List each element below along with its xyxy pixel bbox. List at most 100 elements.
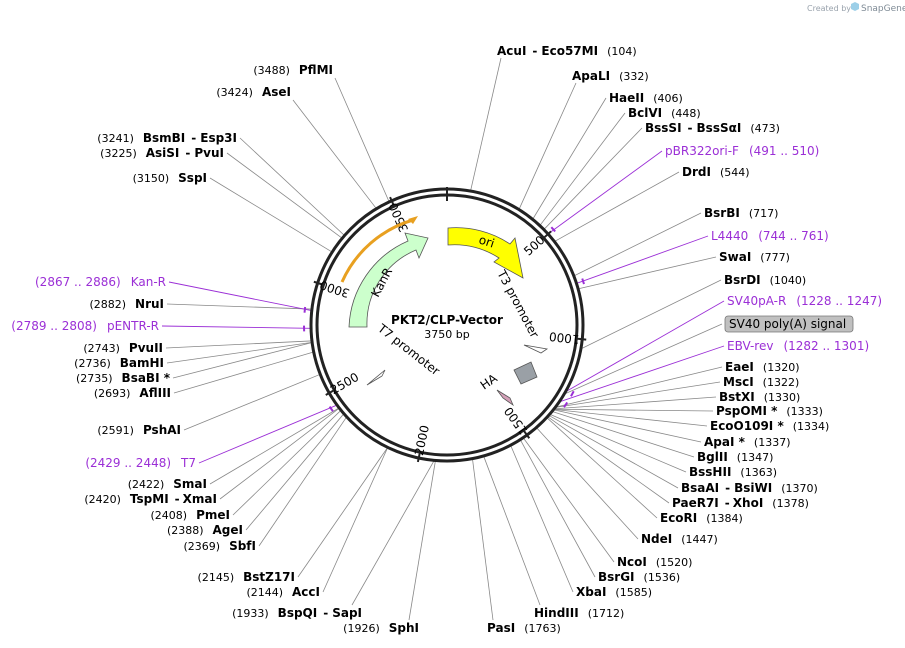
enzyme-leader [549,415,679,489]
enzyme-name: DrdI [682,165,711,179]
enzyme-site-bclvi[interactable]: BclVI(448) [628,106,701,120]
enzyme-leader [245,414,344,531]
enzyme-site-pasi[interactable]: PasI(1763) [487,621,561,635]
enzyme-position: (2388) [167,524,204,537]
svg-text:(2743)PvuII: (2743)PvuII [83,341,163,355]
enzyme-site-ndei[interactable]: NdeI(1447) [641,532,718,546]
kanr-feature[interactable] [348,232,429,328]
enzyme-sep: - [323,606,328,620]
enzyme-site-hindiii[interactable]: HindIII(1712) [534,606,624,620]
enzyme-site-bstxi[interactable]: BstXI(1330) [719,390,800,404]
enzyme-leader [555,171,680,242]
enzyme-site-bsabi[interactable]: (2735)BsaBI * [76,371,171,385]
enzyme-name: ApaI * [704,435,746,449]
primer-t7[interactable]: (2429 .. 2448)T7 [85,456,196,470]
enzyme-site-bspqi[interactable]: (1933)BspQI-SapI [232,606,362,620]
enzyme-site-asei[interactable]: (3424)AseI [216,85,291,99]
svg-text:ApaLI(332): ApaLI (332) [572,69,649,83]
enzyme-leader [173,351,313,394]
enzyme-site-bglii[interactable]: BglII(1347) [697,450,773,464]
enzyme-site-pflmi[interactable]: (3488)PflMI [253,63,333,77]
enzyme-site-bstz17i[interactable]: (2145)BstZ17I [198,570,295,584]
primer-pentrr[interactable]: (2789 .. 2808)pENTR-R [11,319,159,333]
enzyme-leader [408,461,436,621]
enzyme-site-sspi[interactable]: (3150)SspI [133,171,207,185]
enzyme-site-ncoi[interactable]: NcoI(1520) [617,555,692,569]
enzyme-site-acci[interactable]: (2144)AccI [246,585,320,599]
enzyme-leader [209,408,339,485]
primer-kanr[interactable]: (2867 .. 2886)Kan-R [35,275,166,289]
enzyme-sep: - [532,44,537,58]
sv40-signal-callout[interactable]: SV40 poly(A) signal [724,315,854,333]
enzyme-site-pvuii[interactable]: (2743)PvuII [83,341,163,355]
enzyme-name: NruI [135,297,164,311]
enzyme-site-pspomi[interactable]: PspOMI *(1333) [716,404,823,418]
enzyme-leader [556,366,723,408]
enzyme-site-bsrdi[interactable]: BsrDI(1040) [724,273,806,287]
enzyme-site-bsrbi[interactable]: BsrBI (717) [704,206,778,220]
enzyme-site-swai[interactable]: SwaI(777) [719,250,790,264]
svg-text:EcoRI(1384): EcoRI(1384) [660,511,743,525]
enzyme-site-bsrgi[interactable]: BsrGI(1536) [598,570,680,584]
primer-ebvrev[interactable]: EBV-rev(1282 .. 1301) [727,339,869,353]
enzyme-site-agei[interactable]: (2388)AgeI [167,523,243,537]
enzyme-position: (3488) [253,64,290,77]
primer-sv40par[interactable]: SV40pA-R(1228 .. 1247) [727,294,882,308]
enzyme-site-xbai[interactable]: XbaI(1585) [576,585,652,599]
enzyme-name: PasI [487,621,515,635]
enzyme-name: HaeII [609,91,644,105]
enzyme-site-haeii[interactable]: HaeII(406) [609,91,683,105]
enzyme-site-ecoo109i[interactable]: EcoO109I *(1334) [710,419,829,433]
enzyme-site-afliii[interactable]: (2693)AflIII [94,386,171,400]
enzyme-position: (3241) [97,132,134,145]
enzyme-position: (2693) [94,387,131,400]
ori-feature[interactable] [447,227,524,279]
enzyme-site-bsssi[interactable]: BssSI-BssSαI(473) [645,121,780,135]
enzyme-site-drdi[interactable]: DrdI(544) [682,165,750,179]
svg-text:(2408)PmeI: (2408)PmeI [151,508,230,522]
enzyme-site-bsshii[interactable]: BssHII(1363) [689,465,777,479]
enzyme-site-bamhi[interactable]: (2736)BamHI [74,356,164,370]
enzyme-name: BglII [697,450,728,464]
enzyme-position: (332) [619,70,649,83]
t7-promoter-arrow [366,369,386,386]
enzyme-site-eaei[interactable]: EaeI(1320) [725,360,799,374]
primer-l4440[interactable]: L4440(744 .. 761) [711,229,829,243]
ha-tag-feature[interactable] [496,389,514,407]
primer-name: SV40pA-R [727,294,786,308]
enzyme-site-ecori[interactable]: EcoRI(1384) [660,511,743,525]
enzyme-site-pshai[interactable]: (2591)PshAI [97,423,181,437]
svg-text:BsrGI(1536): BsrGI(1536) [598,570,680,584]
enzyme-site-paer7i[interactable]: PaeR7I-XhoI(1378) [672,496,809,510]
enzyme-site-bsaai[interactable]: BsaAI-BsiWI(1370) [681,481,818,495]
primer-site-mark [581,278,585,285]
svg-text:EcoO109I *(1334): EcoO109I *(1334) [710,419,829,433]
enzyme-site-nrui[interactable]: (2882)NruI [89,297,164,311]
enzyme-site-acui[interactable]: AcuI-Eco57MI(104) [497,44,637,58]
enzyme-site-tspmi[interactable]: (2420)TspMI-XmaI [84,492,217,506]
enzyme-position: (104) [607,45,637,58]
enzyme-site-apali[interactable]: ApaLI (332) [572,69,649,83]
primer-pbr322orif[interactable]: pBR322ori-F(491 .. 510) [665,144,819,158]
enzyme-name: SbfI [229,539,256,553]
enzyme-name: AsiSI [146,146,180,160]
enzyme-site-msci[interactable]: MscI(1322) [723,375,799,389]
enzyme-site-sbfi[interactable]: (2369)SbfI [184,539,257,553]
t3-promoter-arrow [523,344,549,354]
kan-primer-arc [340,218,414,283]
enzyme-name: PspOMI * [716,404,778,418]
enzyme-site-apai[interactable]: ApaI *(1337) [704,435,790,449]
enzyme-name: ApaLI [572,69,610,83]
enzyme-site-smai[interactable]: (2422)SmaI [128,477,207,491]
enzyme-name: BsrBI [704,206,740,220]
sv40-polya-feature[interactable] [513,361,538,385]
enzyme-position: (1933) [232,607,269,620]
enzyme-site-sphi[interactable]: (1926)SphI [343,621,419,635]
primer-site-mark [303,306,307,313]
plasmid-name: PKT2/CLP-Vector [391,313,503,327]
svg-text:SV40pA-R(1228 .. 1247): SV40pA-R(1228 .. 1247) [727,294,882,308]
enzyme-position: (717) [749,207,779,220]
enzyme-site-bsmbi[interactable]: (3241)BsmBI-Esp3I [97,131,237,145]
enzyme-site-pmei[interactable]: (2408)PmeI [151,508,230,522]
enzyme-site-asisi[interactable]: (3225)AsiSI-PvuI [100,146,224,160]
